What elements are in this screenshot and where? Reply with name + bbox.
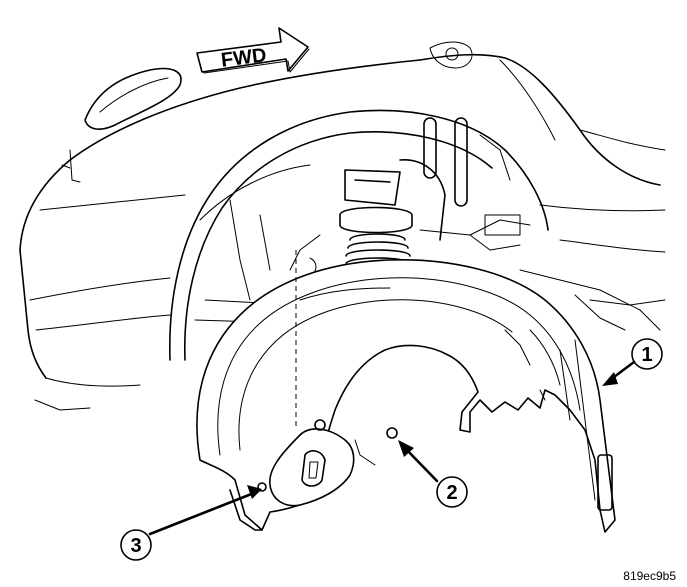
callout-number-3: 3 — [130, 535, 141, 557]
callout-2: 2 — [398, 440, 468, 508]
callout-1: 1 — [602, 338, 663, 386]
fwd-label: FWD — [220, 44, 268, 71]
callout-3: 3 — [120, 485, 262, 561]
forward-direction-arrow: FWD — [196, 27, 310, 74]
splash-shield-liner — [196, 250, 616, 533]
vehicle-body — [19, 41, 666, 411]
figure-code: 819ec9b5 — [623, 569, 676, 583]
callout-number-2: 2 — [446, 482, 457, 504]
callout-number-1: 1 — [641, 344, 652, 366]
wheel-well — [168, 109, 549, 361]
strut-spring-assembly — [289, 159, 531, 277]
